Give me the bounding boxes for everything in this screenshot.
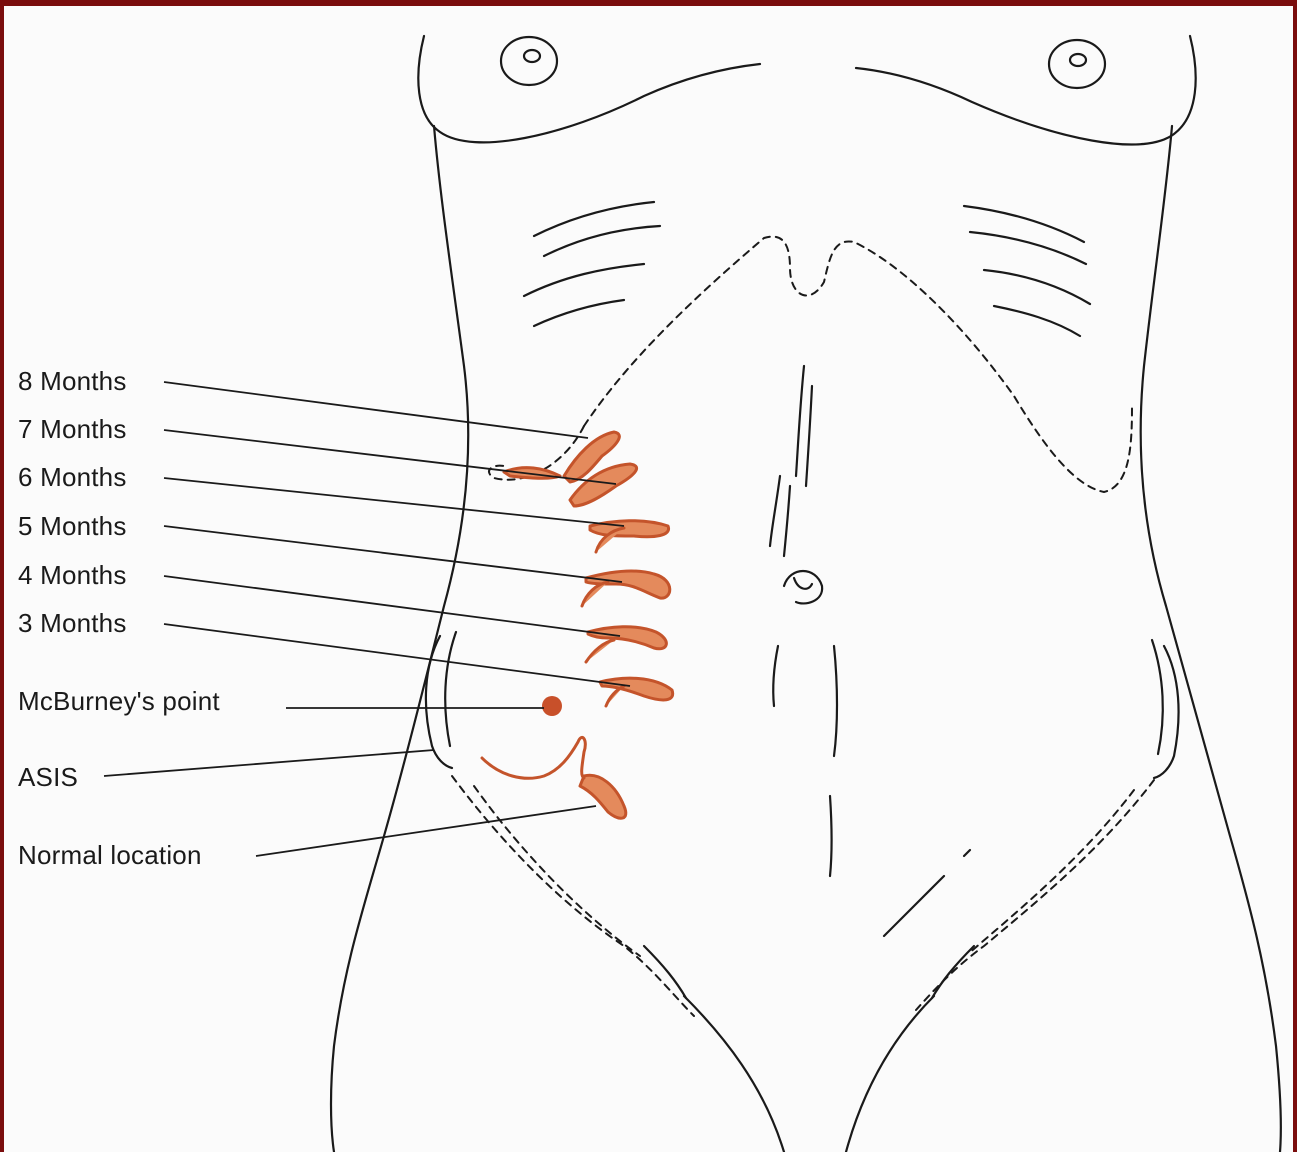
label-6-months: 6 Months <box>18 462 127 492</box>
left-breast-outline <box>418 36 760 142</box>
leader-asis <box>104 750 434 776</box>
right-nipple-icon <box>1049 40 1105 88</box>
label-5-months: 5 Months <box>18 511 127 541</box>
costal-margin-dashed <box>584 237 1132 492</box>
label-4-months: 4 Months <box>18 560 127 590</box>
torso-left-outline <box>331 126 468 1152</box>
label-8-months: 8 Months <box>18 366 127 396</box>
torso-illustration <box>4 6 1293 1152</box>
label-3-months: 3 Months <box>18 608 127 638</box>
torso-right-outline <box>1141 126 1281 1152</box>
leader-4-months <box>164 576 620 636</box>
right-thigh-outline <box>846 996 934 1152</box>
leader-3-months <box>164 624 630 686</box>
left-thigh-outline <box>684 996 784 1152</box>
leader-8-months <box>164 382 588 438</box>
umbilicus-icon <box>784 571 822 603</box>
mcburney-point-dot <box>542 696 562 716</box>
right-breast-outline <box>856 36 1196 144</box>
leader-6-months <box>164 478 624 526</box>
label-normal-location: Normal location <box>18 840 202 870</box>
leader-normal-location <box>256 806 596 856</box>
appendix-normal-location <box>580 775 626 818</box>
label-mcburney-point: McBurney's point <box>18 686 220 716</box>
label-7-months: 7 Months <box>18 414 127 444</box>
leader-5-months <box>164 526 622 582</box>
leader-7-months <box>164 430 616 484</box>
diagram-canvas: 8 Months 7 Months 6 Months 5 Months 4 Mo… <box>4 6 1293 1152</box>
left-inguinal-dashed <box>452 776 694 1016</box>
label-asis: ASIS <box>18 762 78 792</box>
